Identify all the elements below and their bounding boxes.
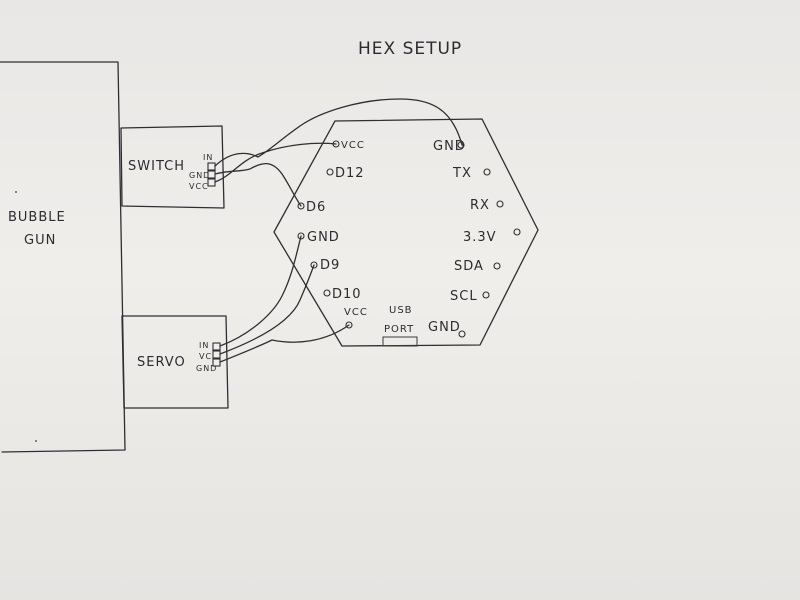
servo-pin-label-gnd: GND [196, 364, 217, 373]
servo-pin-gnd [212, 358, 221, 367]
hex-pin-label-d10: D10 [332, 287, 362, 302]
bubble-gun-label-line1: BUBBLE [8, 210, 66, 225]
usb-port-label-line1: USB [389, 305, 413, 316]
hex-pin-label-d9: D9 [320, 258, 340, 273]
hex-pin-hole-rx [496, 200, 504, 208]
hex-pin-label-gnd-bottom: GND [428, 320, 461, 335]
hex-pin-label-sda: SDA [454, 259, 484, 274]
hex-pin-hole-sda [493, 262, 501, 270]
hex-pin-label-d6: D6 [306, 200, 326, 215]
switch-pin-vcc [207, 178, 216, 187]
usb-port [382, 336, 418, 347]
usb-port-label-line2: PORT [384, 324, 414, 335]
hex-pin-hole-3v3 [513, 228, 521, 236]
switch-label: SWITCH [128, 159, 185, 174]
hex-pin-hole-d10 [323, 289, 331, 297]
wire-switch-vcc-to-vcc [214, 142, 337, 183]
switch-box [120, 125, 225, 209]
servo-label: SERVO [137, 355, 186, 370]
hex-pin-label-vcc-top: VCC [341, 140, 365, 151]
hex-pin-label-gnd-left: GND [307, 230, 340, 245]
wire-switch-gnd-to-d6 [214, 162, 302, 207]
switch-pin-label-vcc: VCC [189, 182, 209, 191]
servo-pin-vcc [212, 350, 221, 359]
servo-box [121, 315, 229, 409]
pencil-dot [15, 191, 17, 193]
pencil-dot [35, 440, 37, 442]
switch-pin-label-in: IN [203, 153, 213, 162]
bubble-gun-label-line2: GUN [24, 233, 56, 248]
hex-pin-hole-gnd-bottom [458, 330, 466, 338]
switch-pin-in [207, 162, 216, 171]
hex-board-outline [273, 118, 539, 347]
bubble-gun-body [0, 61, 126, 453]
hex-pin-label-gnd-top: GND [433, 139, 466, 154]
servo-pin-label-vcc: VCC [199, 352, 219, 361]
hex-pin-label-3v3: 3.3V [463, 230, 497, 245]
wire-servo-in-to-gnd [219, 235, 302, 347]
hex-pin-hole-d12 [326, 168, 334, 176]
hex-pin-label-vcc-bottom: VCC [344, 307, 368, 318]
switch-pin-label-gnd: GND [189, 171, 210, 180]
switch-pin-gnd [207, 170, 216, 179]
hex-pin-hole-scl [482, 291, 490, 299]
hex-pin-label-d12: D12 [335, 166, 365, 181]
wire-servo-vcc-to-d9 [219, 264, 315, 355]
diagram-title: HEX SETUP [358, 39, 462, 59]
hex-pin-hole-tx [483, 168, 491, 176]
hex-pin-label-tx: TX [452, 166, 472, 181]
hex-pin-label-rx: RX [470, 198, 490, 213]
wire-servo-gnd-to-vcc [219, 324, 350, 363]
servo-pin-in [212, 342, 221, 351]
hex-pin-label-scl: SCL [450, 289, 478, 304]
servo-pin-label-in: IN [199, 341, 209, 350]
wire-switch-in-to-gnd [214, 98, 463, 167]
